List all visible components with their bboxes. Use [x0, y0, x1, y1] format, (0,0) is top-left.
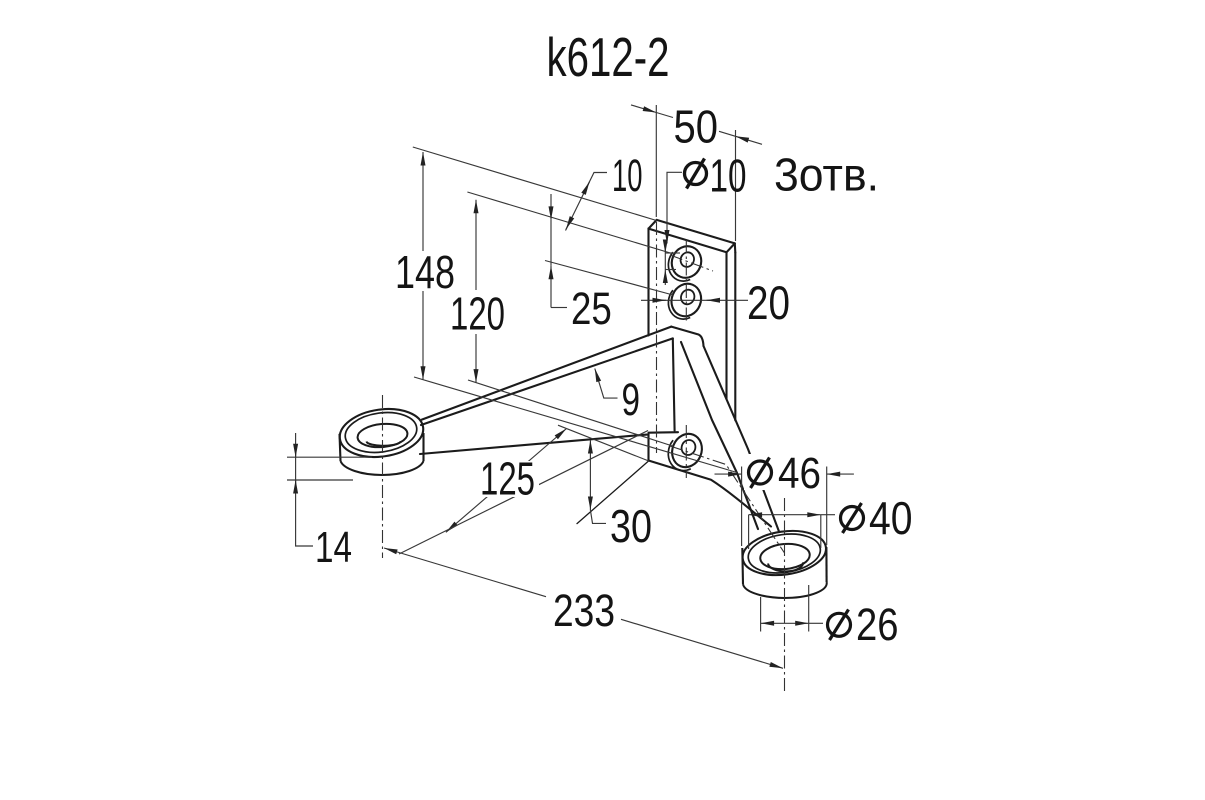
svg-text:14: 14: [315, 523, 352, 572]
svg-text:26: 26: [856, 599, 899, 650]
svg-text:25: 25: [571, 283, 612, 334]
svg-text:120: 120: [450, 288, 505, 340]
svg-text:10: 10: [612, 150, 643, 201]
svg-text:148: 148: [395, 246, 455, 298]
svg-text:9: 9: [622, 374, 641, 425]
svg-text:233: 233: [553, 585, 615, 636]
svg-text:50: 50: [674, 101, 719, 153]
svg-text:3отв.: 3отв.: [774, 149, 879, 201]
svg-text:40: 40: [869, 492, 913, 544]
svg-text:125: 125: [480, 453, 535, 505]
svg-text:k612-2: k612-2: [547, 26, 670, 88]
svg-text:30: 30: [610, 500, 652, 552]
svg-text:20: 20: [747, 276, 790, 329]
svg-text:46: 46: [778, 449, 821, 498]
svg-text:10: 10: [710, 150, 747, 202]
